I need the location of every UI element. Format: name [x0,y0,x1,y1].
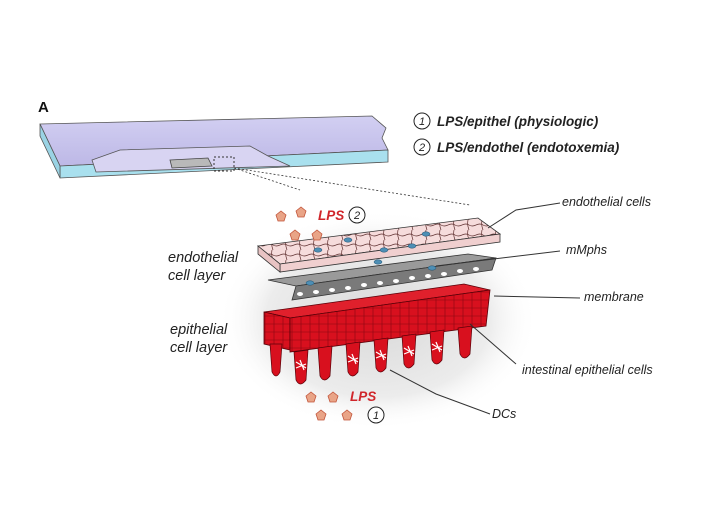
legend-text-1: LPS/epithel (physiologic) [437,114,599,129]
epithelial-layer [263,283,491,385]
lps-label-bottom: LPS [350,389,376,404]
chip-illustration [39,115,471,206]
villi [269,325,473,385]
legend-text-2: LPS/endothel (endotoxemia) [437,140,620,155]
membrane-layer [267,253,497,301]
svg-text:2: 2 [353,210,360,222]
macrophage-markers [305,231,437,286]
legend-item-2: 2 LPS/endothel (endotoxemia) [413,138,620,156]
callout-endothelial-cells: endothelial cells [562,195,651,209]
svg-text:1: 1 [419,116,425,128]
callout-dcs: DCs [492,407,516,421]
lps-markers-top [275,206,323,241]
lps-number-badge-bottom [367,406,385,424]
lps-label-top: LPS [318,208,344,223]
endothelial-layer-label-line1: endothelial [168,250,239,266]
svg-text:2: 2 [418,142,425,154]
callout-intestinal-epithelial-cells: intestinal epithelial cells [522,363,653,377]
legend-item-1: 1 LPS/epithel (physiologic) [413,112,599,130]
epithelial-layer-label-line1: epithelial [170,322,228,338]
callout-membrane: membrane [584,290,644,304]
dendritic-cells [295,341,443,371]
lps-number-badge-top [348,206,366,224]
svg-text:1: 1 [373,410,379,422]
epithelial-layer-label-line2: cell layer [170,340,228,356]
endothelial-layer-label-line2: cell layer [168,268,226,284]
panel-label: A [38,99,49,116]
lps-markers-bottom [305,391,353,421]
callout-leaders [389,202,581,415]
callout-mmphs: mMphs [566,243,607,257]
endothelial-layer [257,217,502,286]
